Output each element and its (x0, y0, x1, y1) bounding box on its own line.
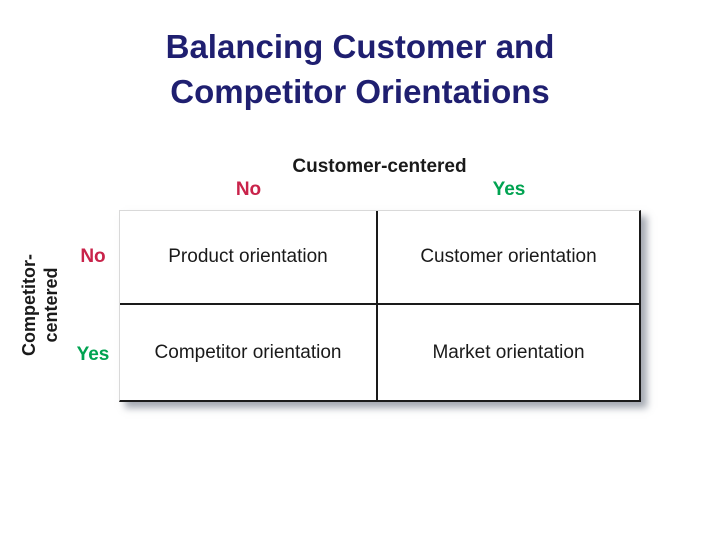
slide-title: Balancing Customer and Competitor Orient… (0, 24, 720, 114)
column-no-label: No (235, 179, 262, 200)
cell-competitor-orientation: Competitor orientation (120, 305, 378, 400)
row-axis-label-line-2: centered (41, 267, 61, 343)
row-axis-label: Competitor- centered (18, 254, 62, 356)
row-axis-label-line-1: Competitor- (19, 254, 39, 356)
cell-customer-orientation: Customer orientation (378, 211, 639, 305)
column-yes-label: Yes (492, 179, 526, 200)
title-line-1: Balancing Customer and (165, 28, 555, 65)
orientation-matrix: Product orientation Customer orientation… (119, 210, 641, 402)
cell-product-orientation: Product orientation (120, 211, 378, 305)
row-no-label: No (80, 246, 106, 267)
title-line-2: Competitor Orientations (170, 73, 550, 110)
row-yes-label: Yes (76, 344, 110, 365)
column-axis-label: Customer-centered (292, 156, 467, 177)
cell-market-orientation: Market orientation (432, 341, 585, 363)
